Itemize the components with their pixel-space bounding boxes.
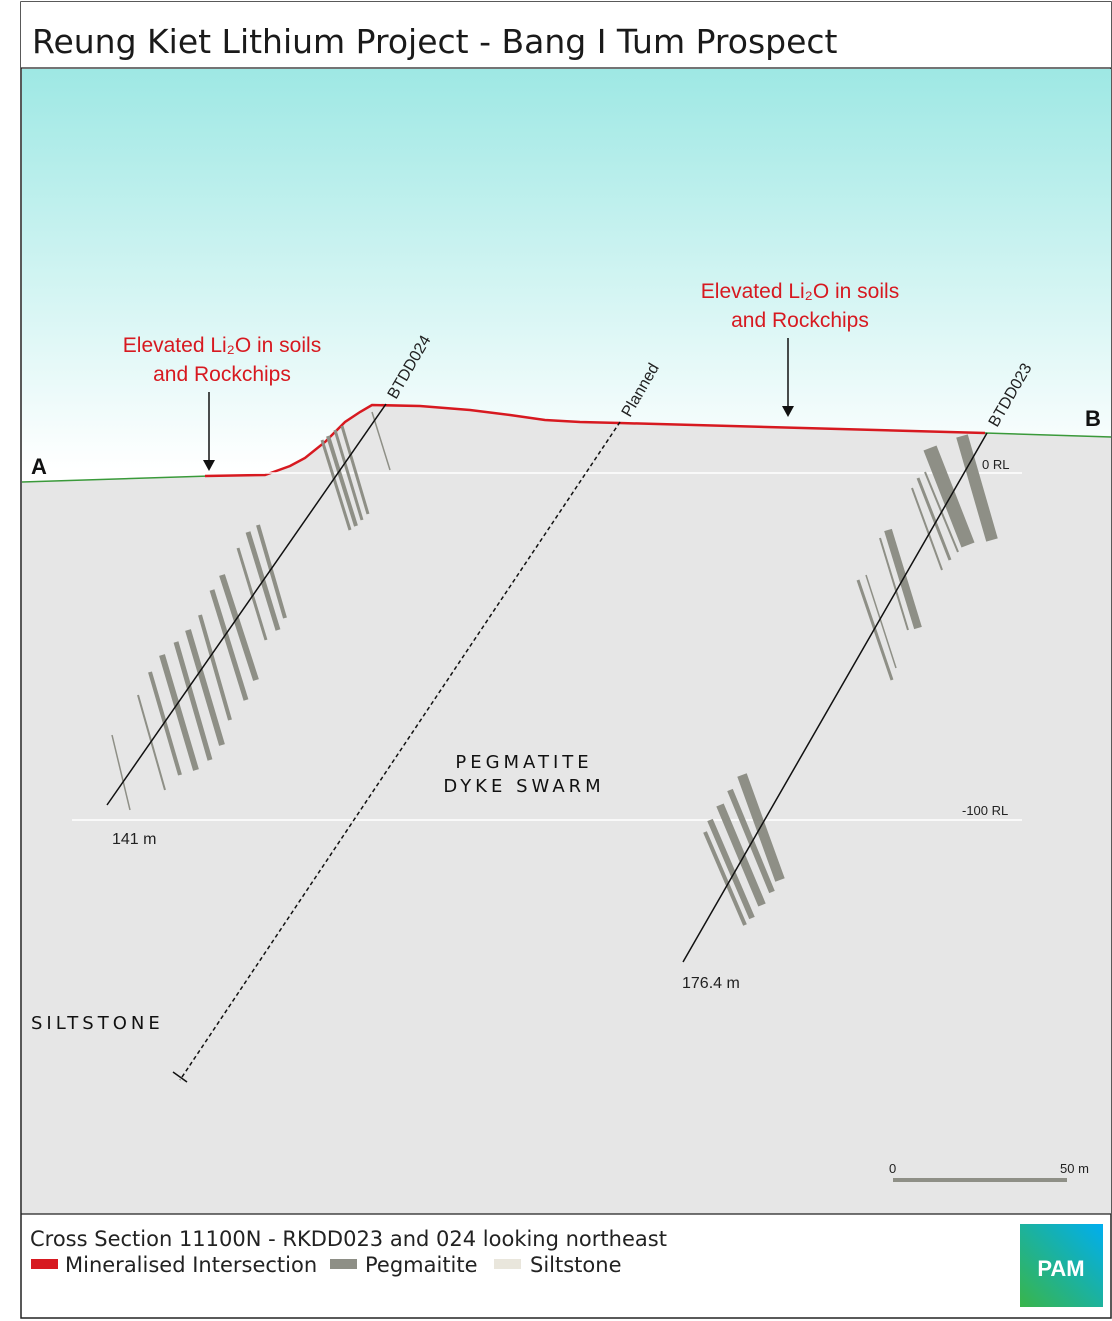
btdd024-depth-label: 141 m — [112, 831, 156, 848]
btdd023-depth-label: 176.4 m — [682, 975, 740, 992]
planned-end-tick — [172, 1071, 188, 1083]
rock-label-pegmatite-line1: PEGMATITE — [455, 752, 592, 773]
pegmatite-dykes-right-upper — [856, 434, 998, 681]
mineralised-surface — [204, 403, 986, 478]
drillhole-btdd023-trace — [682, 432, 988, 963]
scale-bar-end-label: 50 m — [1060, 1161, 1089, 1176]
title-bar — [21, 2, 1111, 68]
surface-line-left — [21, 475, 211, 483]
scale-bar-start-label: 0 — [889, 1161, 896, 1176]
annotation-right-line1: Elevated Li₂O in soils — [701, 280, 899, 303]
rock-label-pegmatite-line2: DYKE SWARM — [443, 776, 604, 797]
drillhole-btdd024-trace — [106, 403, 387, 806]
surface-line-right — [984, 432, 1112, 438]
sky — [22, 69, 1111, 469]
section-end-a: A — [31, 454, 47, 479]
ground-section — [22, 405, 1111, 1214]
legend-label-siltstone: Siltstone — [530, 1253, 622, 1277]
figure-title: Reung Kiet Lithium Project - Bang I Tum … — [32, 22, 838, 61]
annotation-left-arrowhead — [203, 460, 215, 471]
annotation-left-line2: and Rockchips — [153, 363, 291, 386]
pegmatite-dykes-right-lower — [703, 773, 785, 926]
legend-swatch-mineralised — [31, 1259, 58, 1269]
rl-zero-label: 0 RL — [982, 457, 1009, 472]
drillhole-planned-trace — [179, 421, 621, 1081]
annotation-right-arrowhead — [782, 406, 794, 417]
legend-swatch-pegmatite — [330, 1259, 357, 1269]
legend-label-pegmatite: Pegmaitite — [365, 1253, 478, 1277]
scale-bar — [893, 1178, 1067, 1182]
section-end-b: B — [1085, 406, 1101, 431]
annotation-right-line2: and Rockchips — [731, 309, 869, 332]
rock-label-siltstone: SILTSTONE — [31, 1013, 164, 1034]
annotation-left-line1: Elevated Li₂O in soils — [123, 334, 321, 357]
footer-caption: Cross Section 11100N - RKDD023 and 024 l… — [30, 1227, 667, 1251]
pam-logo — [1020, 1224, 1103, 1307]
pam-logo-text: PAM — [1037, 1256, 1084, 1281]
pegmatite-dykes-left-upper — [320, 411, 391, 531]
legend-swatch-siltstone — [494, 1259, 521, 1269]
legend-label-mineralised: Mineralised Intersection — [65, 1253, 317, 1277]
rl-minus100-label: -100 RL — [962, 803, 1008, 818]
